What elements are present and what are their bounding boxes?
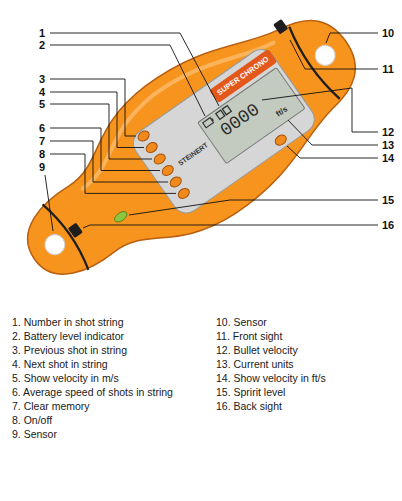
legend-item: 12. Bullet velocity xyxy=(216,344,298,356)
legend-item: 14. Show velocity in ft/s xyxy=(216,372,326,384)
button xyxy=(136,129,151,143)
button xyxy=(273,133,288,147)
leader-line xyxy=(50,92,144,148)
callout-number: 16 xyxy=(382,220,394,231)
button xyxy=(168,175,183,189)
leader-line xyxy=(288,120,378,145)
leader-line xyxy=(50,128,160,171)
leader-lines xyxy=(45,33,378,231)
leader-line xyxy=(262,88,378,132)
callout-number: 14 xyxy=(382,153,394,164)
shot-number-digit xyxy=(222,106,231,115)
callout-number: 8 xyxy=(39,149,45,160)
button xyxy=(144,140,159,154)
callout-number: 13 xyxy=(382,140,394,151)
leader-line xyxy=(129,200,378,215)
legend-item: 9. Sensor xyxy=(12,428,57,440)
display-panel xyxy=(128,44,320,218)
callout-number: 10 xyxy=(382,28,394,39)
back-sight xyxy=(68,223,83,239)
sensor xyxy=(41,231,69,259)
callout-number: 7 xyxy=(39,136,45,147)
callout-number: 15 xyxy=(382,195,394,206)
callout-number: 9 xyxy=(39,162,45,173)
device-text: 0000 xyxy=(217,100,263,140)
legend-item: 10. Sensor xyxy=(216,316,267,328)
legend-item: 11. Front sight xyxy=(216,330,282,342)
leader-line xyxy=(326,33,378,43)
leader-line xyxy=(50,45,205,116)
callout-number: 2 xyxy=(39,40,45,51)
button xyxy=(176,186,191,200)
callout-number: 4 xyxy=(39,87,45,98)
device-text: SUPER CHRONO xyxy=(216,55,270,96)
callout-number: 6 xyxy=(39,123,45,134)
leader-line xyxy=(50,141,168,182)
device-body xyxy=(0,0,390,323)
legend-item: 4. Next shot in string xyxy=(12,358,108,370)
leader-line xyxy=(45,175,53,231)
legend-item: 1. Number in shot string xyxy=(12,316,123,328)
legend-item: 8. On/off xyxy=(12,414,52,426)
button xyxy=(152,152,167,166)
spirit-level xyxy=(113,209,129,224)
battery-icon xyxy=(203,118,214,128)
legend-item: 13. Current units xyxy=(216,358,294,370)
leader-line xyxy=(50,79,136,136)
legend-item: 3. Previous shot in string xyxy=(12,344,127,356)
legend-item: 5. Show velocity in m/s xyxy=(12,372,119,384)
sensor xyxy=(311,41,339,69)
legend-item: 6. Average speed of shots in string xyxy=(12,386,173,398)
callout-number: 12 xyxy=(382,127,394,138)
legend-item: 15. Spririt level xyxy=(216,386,285,398)
device xyxy=(0,0,390,323)
battery-tip xyxy=(211,118,214,121)
legend-item: 16. Back sight xyxy=(216,400,282,412)
leader-line xyxy=(83,225,378,228)
leader-line xyxy=(50,33,219,106)
leader-line xyxy=(50,154,176,193)
legend-item: 7. Clear memory xyxy=(12,400,90,412)
lcd-screen xyxy=(198,68,305,164)
front-sight xyxy=(273,19,288,35)
callout-number: 11 xyxy=(382,64,394,75)
callout-number: 1 xyxy=(39,28,45,39)
callout-number: 3 xyxy=(39,74,45,85)
callout-number: 5 xyxy=(39,99,45,110)
leader-line xyxy=(290,40,378,69)
legend-item: 2. Battery level indicator xyxy=(12,330,124,342)
leader-line xyxy=(287,146,378,158)
device-text: ft/s xyxy=(275,106,289,119)
button xyxy=(160,163,175,177)
device-text: STEINERT xyxy=(177,141,209,167)
